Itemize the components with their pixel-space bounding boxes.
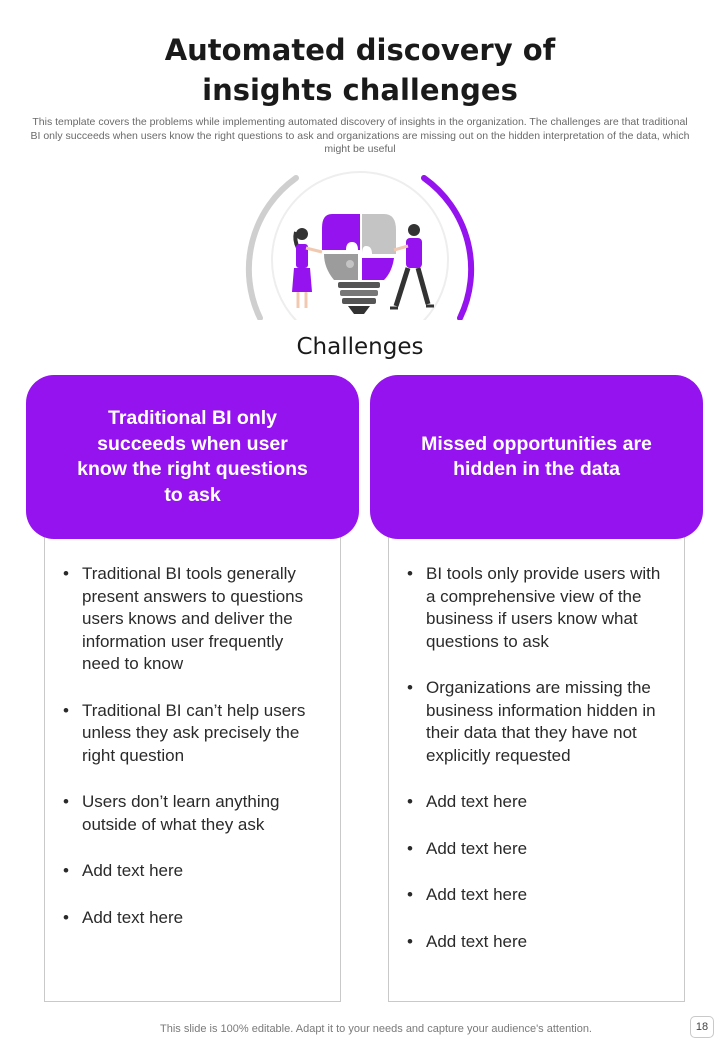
list-item: Add text here [63, 860, 324, 883]
list-item: Traditional BI can’t help users unless t… [63, 700, 324, 768]
challenge-left-bullet-list: Traditional BI tools generally present a… [45, 529, 340, 929]
challenge-card-right-body: BI tools only provide users with a compr… [388, 528, 685, 1002]
challenge-card-left-body: Traditional BI tools generally present a… [44, 528, 341, 1002]
list-item: Traditional BI tools generally present a… [63, 563, 324, 676]
page-number: 18 [690, 1016, 714, 1038]
challenges-heading: Challenges [296, 334, 424, 360]
list-item: Add text here [63, 907, 324, 930]
lightbulb-puzzle-icon [322, 214, 396, 314]
list-item: Add text here [407, 884, 668, 907]
decorative-arc-left [245, 175, 299, 321]
list-item: Add text here [407, 838, 668, 861]
challenge-right-heading: Missed opportunities are hidden in the d… [421, 432, 652, 481]
illustration [238, 168, 482, 349]
footer-note: This slide is 100% editable. Adapt it to… [160, 1023, 592, 1035]
page-subtitle: This template covers the problems while … [30, 116, 690, 155]
page-title-line-2: insights challenges [202, 73, 518, 107]
man-figure-icon [390, 224, 434, 310]
woman-figure-icon [292, 228, 323, 308]
challenge-card-left-header: Traditional BI only succeeds when user k… [26, 375, 359, 539]
list-item: Organizations are missing the business i… [407, 677, 668, 767]
challenge-right-bullet-list: BI tools only provide users with a compr… [389, 529, 684, 953]
challenge-left-heading: Traditional BI only succeeds when user k… [77, 407, 308, 506]
decorative-arc-right [421, 175, 475, 321]
list-item: Add text here [407, 931, 668, 954]
list-item: Users don’t learn anything outside of wh… [63, 791, 324, 836]
page-title-line-1: Automated discovery of [164, 33, 556, 67]
list-item: Add text here [407, 791, 668, 814]
page-title: Automated discovery of insights challeng… [0, 30, 720, 110]
list-item: BI tools only provide users with a compr… [407, 563, 668, 653]
challenge-card-right-header: Missed opportunities are hidden in the d… [370, 375, 703, 539]
